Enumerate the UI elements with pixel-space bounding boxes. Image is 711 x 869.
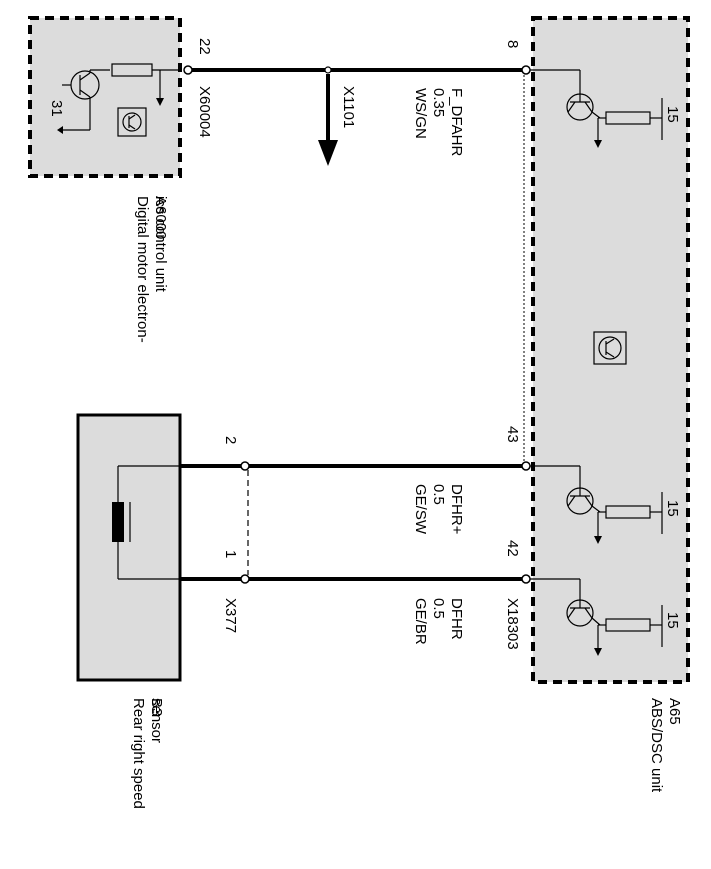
wire-labels: F_DFAHR 0.35 WS/GN DFHR+ 0.5 GE/SW DFHR …	[412, 88, 465, 645]
wire1-signal: F_DFAHR	[448, 88, 465, 157]
wire2-signal: DFHR+	[448, 484, 465, 535]
abs-name-label: ABS/DSC unit	[648, 698, 665, 793]
branch-arrow-icon	[318, 140, 338, 166]
wire3-size: 0.5	[430, 598, 447, 619]
wires	[180, 66, 525, 581]
dme-arrow-icon	[156, 98, 164, 106]
sensor-coil-icon	[112, 502, 124, 542]
abs-semiconductor-icon	[593, 331, 627, 365]
dme-control-unit: 31	[28, 16, 193, 178]
wire3-signal: DFHR	[448, 598, 465, 640]
sensor-name-label: Rear right speed sensor	[130, 698, 165, 813]
sensor-box	[76, 413, 182, 682]
dme-id-label: A6000	[152, 196, 169, 239]
abs-connector-label: X18303	[504, 598, 521, 650]
dme-box	[28, 16, 182, 178]
sensor-name-line-2: sensor	[148, 698, 165, 743]
wire2-size: 0.5	[430, 484, 447, 505]
dme-semiconductor-icon	[117, 107, 147, 137]
abs-supply-label-2: 15	[664, 500, 681, 517]
dme-pin-label: 22	[196, 38, 213, 55]
abs-id-label: A65	[666, 698, 683, 725]
abs-pin-42-label: 42	[504, 540, 521, 557]
abs-transistor-icon	[525, 69, 663, 656]
wire3-color: GE/BR	[412, 598, 429, 645]
junction-label: X1101	[340, 86, 357, 128]
sensor-name-line-1: Rear right speed	[130, 698, 147, 809]
dme-name-line-2: ics control unit	[152, 196, 169, 293]
pin-labels: 22 X60004 8 43 42 X18303 2 1 X377 X1101	[196, 38, 521, 650]
abs-pin-8-label: 8	[504, 40, 521, 48]
speed-sensor	[76, 413, 250, 682]
component-labels: A6000 Digital motor electron- ics contro…	[130, 196, 683, 813]
wire2-color: GE/SW	[412, 484, 429, 535]
abs-dsc-unit: 15 15 15	[521, 16, 690, 684]
dme-pin-terminal	[183, 65, 193, 75]
dme-name-line-1: Digital motor electron-	[134, 196, 151, 343]
dme-name-label: Digital motor electron- ics control unit	[134, 196, 169, 347]
sensor-connector-label: X377	[222, 598, 239, 633]
dme-connector-label: X60004	[196, 86, 213, 138]
dme-transistor-icon	[57, 69, 110, 134]
wire1-size: 0.35	[430, 88, 447, 117]
wire1-color: WS/GN	[412, 88, 429, 139]
abs-supply-label-1: 15	[664, 106, 681, 123]
abs-supply-label-3: 15	[664, 612, 681, 629]
sensor-id-label: B3	[148, 698, 165, 716]
sensor-pin-2-label: 2	[222, 436, 239, 444]
sensor-pin-1-label: 1	[222, 550, 239, 558]
abs-pin-43-label: 43	[504, 426, 521, 443]
dme-ground-label: 31	[48, 100, 65, 117]
